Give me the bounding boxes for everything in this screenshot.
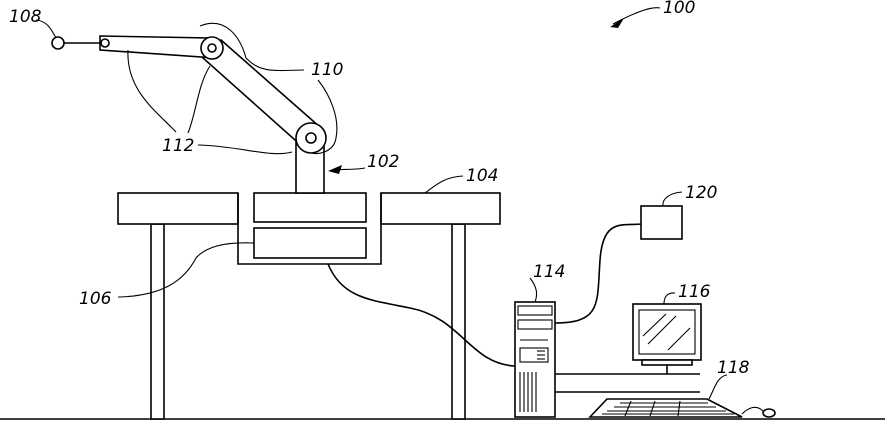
table — [118, 193, 500, 419]
keyboard — [590, 399, 775, 417]
monitor — [633, 304, 701, 374]
label-112: 112 — [162, 136, 194, 156]
label-116: 116 — [678, 282, 711, 302]
label-118: 118 — [717, 358, 750, 378]
label-114: 114 — [533, 262, 565, 282]
label-108: 108 — [9, 7, 42, 27]
label-104: 104 — [466, 166, 498, 186]
label-100: 100 — [663, 0, 695, 18]
sensor-box — [641, 206, 682, 239]
label-110: 110 — [311, 60, 343, 80]
robot-arm — [52, 36, 326, 193]
label-102: 102 — [367, 152, 399, 172]
label-120: 120 — [685, 183, 717, 203]
label-106: 106 — [79, 289, 112, 309]
cables — [328, 224, 641, 366]
